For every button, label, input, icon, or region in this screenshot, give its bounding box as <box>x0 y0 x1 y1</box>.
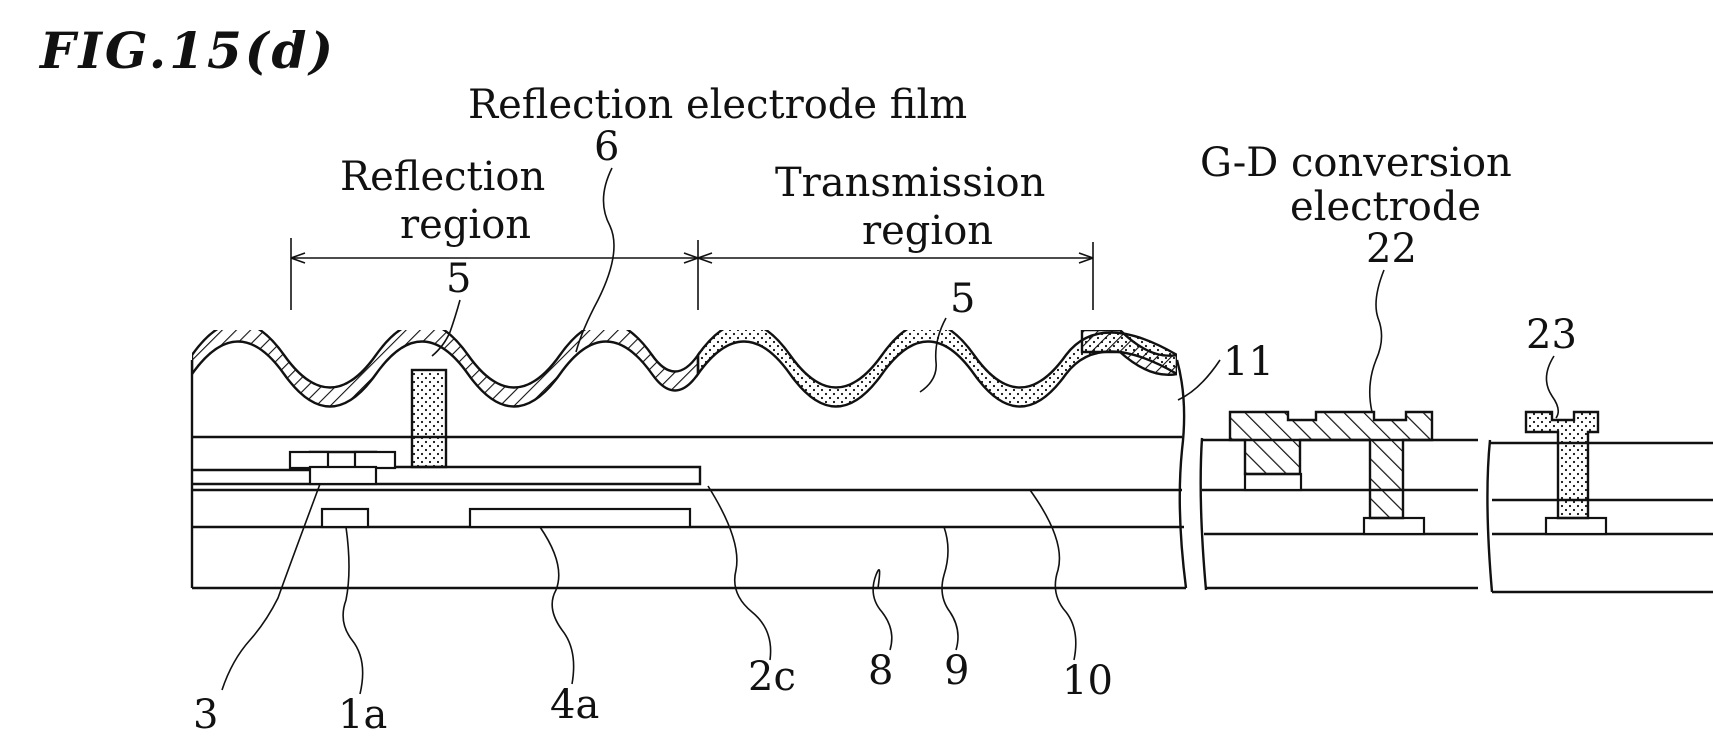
terminal-bottom-pad <box>1546 518 1606 534</box>
ref-3: 3 <box>193 692 218 738</box>
ref-10: 10 <box>1062 658 1113 704</box>
terminal-section-23 <box>1487 412 1713 592</box>
ref-5-right: 5 <box>950 276 975 322</box>
ref-6: 6 <box>594 124 619 170</box>
ref-8: 8 <box>868 648 893 694</box>
capacitor-electrode-4a <box>470 509 690 527</box>
gd-conversion-electrode-22 <box>1230 412 1432 518</box>
ref-1a: 1a <box>338 692 387 738</box>
gd-lower-pad <box>1245 474 1301 490</box>
gd-conversion-label-2: electrode <box>1290 184 1481 230</box>
ref-9: 9 <box>944 648 969 694</box>
gd-conversion-label-1: G-D conversion <box>1200 140 1512 186</box>
transmission-region-label-1: Transmission <box>775 160 1045 206</box>
contact-hole-5 <box>412 370 446 467</box>
transmission-region-label-2: region <box>862 208 993 254</box>
ref-23: 23 <box>1526 312 1577 358</box>
reflection-region-label-1: Reflection <box>340 154 545 200</box>
ref-5-left: 5 <box>446 256 471 302</box>
ref-11: 11 <box>1223 339 1274 385</box>
terminal-electrode-23 <box>1526 412 1598 518</box>
reflection-electrode-film-label: Reflection electrode film <box>468 82 967 128</box>
ref-22: 22 <box>1366 226 1417 272</box>
gate-electrode-1a <box>322 509 368 527</box>
gd-bottom-pad <box>1364 518 1424 534</box>
source-pad-right <box>355 452 395 468</box>
semiconductor-3 <box>310 467 376 484</box>
reflection-region-label-2: region <box>400 202 531 248</box>
figure-title: FIG.15(d) <box>38 21 336 80</box>
gd-conversion-section <box>1201 412 1478 590</box>
ref-2c: 2c <box>748 654 796 700</box>
ref-4a: 4a <box>550 682 599 728</box>
main-cross-section <box>192 323 1186 589</box>
source-pad-left <box>290 452 328 468</box>
